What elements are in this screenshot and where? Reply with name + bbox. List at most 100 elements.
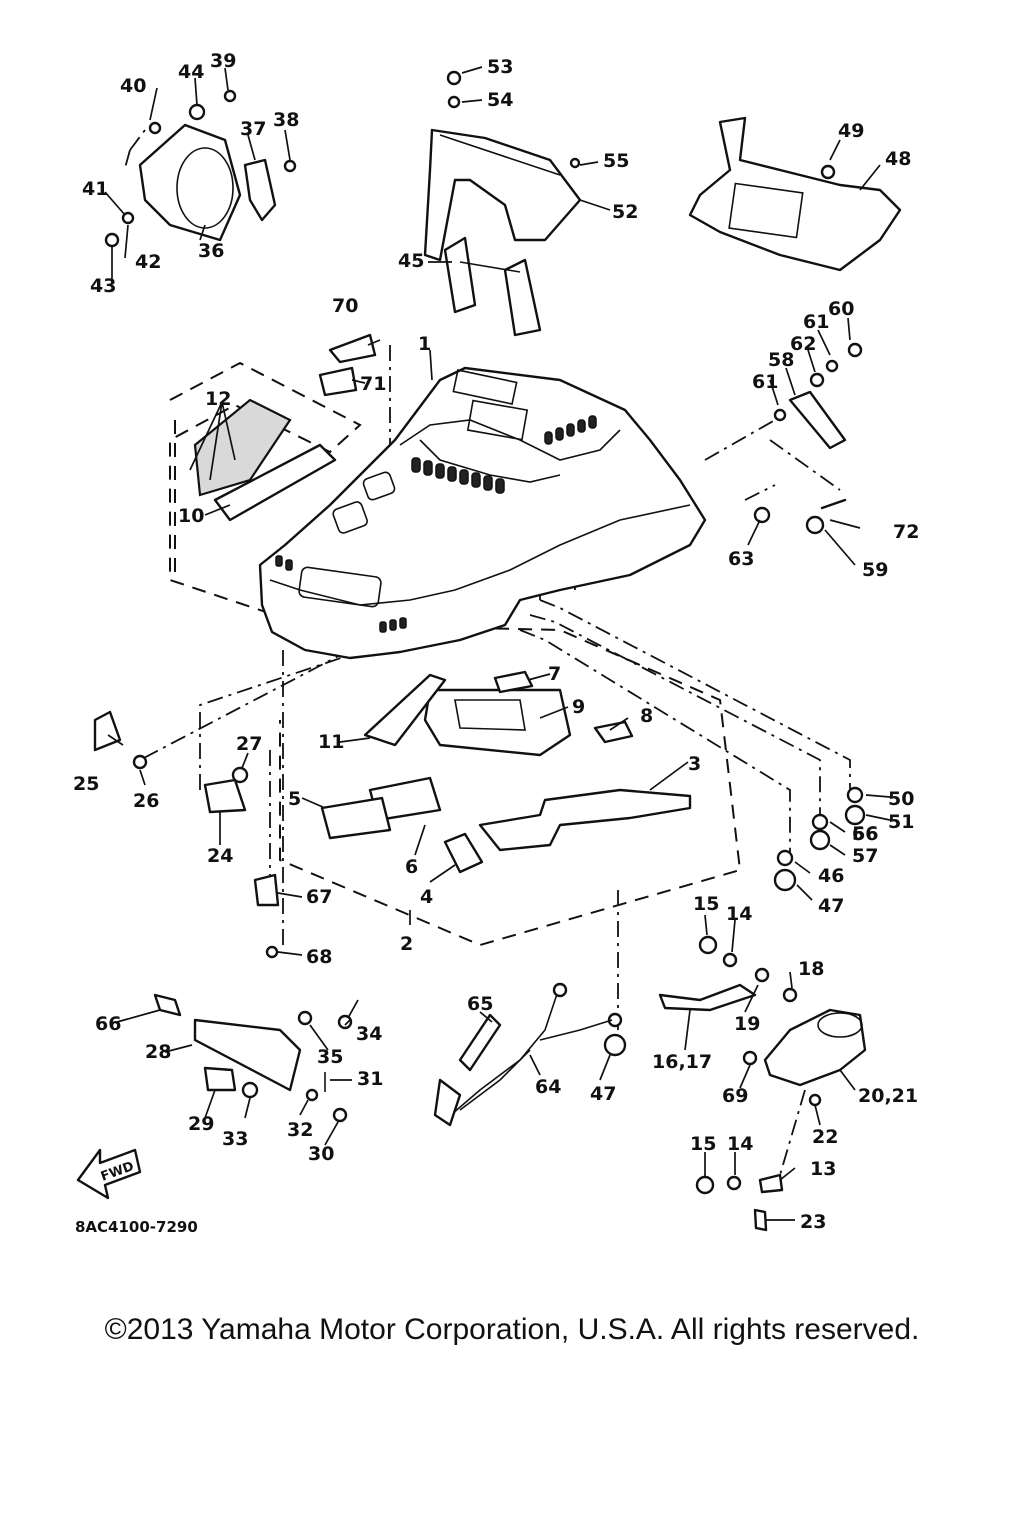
callout-50: 50: [888, 788, 914, 810]
callout-72: 72: [893, 521, 919, 543]
pad-4: [443, 832, 484, 874]
callout-45: 45: [398, 250, 424, 272]
callout-66b: 66: [852, 823, 878, 845]
callout-28: 28: [145, 1041, 171, 1063]
callout-56: 56: [852, 823, 878, 845]
callout-29: 29: [188, 1113, 214, 1135]
callout-66a: 66: [95, 1013, 121, 1035]
callout-58: 58: [768, 349, 794, 371]
headlight-housing-36: [138, 123, 242, 242]
bracket-58: [788, 390, 847, 450]
callout-38: 38: [273, 109, 299, 131]
liner-panel-9: [423, 688, 572, 757]
drawing-code: 8AC4100-7290: [75, 1218, 198, 1236]
callout-53: 53: [487, 56, 513, 78]
lamp-parts: [658, 935, 867, 1232]
callout-52: 52: [612, 201, 638, 223]
callout-67: 67: [306, 886, 332, 908]
callout-60: 60: [828, 298, 854, 320]
callout-68: 68: [306, 946, 332, 968]
latch-parts: [93, 710, 353, 1123]
callout-14b: 14: [727, 1133, 753, 1155]
callout-18: 18: [798, 958, 824, 980]
callout-71: 71: [360, 373, 386, 395]
callout-26a: 26: [133, 790, 159, 812]
callout-2: 2: [400, 933, 413, 955]
windshield-parts: [423, 70, 582, 337]
callout-14a: 14: [726, 903, 752, 925]
right-side-parts: [753, 342, 863, 535]
callout-55: 55: [603, 150, 629, 172]
callout-47a: 47: [818, 895, 844, 917]
callout-31: 31: [357, 1068, 383, 1090]
pad-5: [320, 796, 392, 840]
callout-9: 9: [572, 696, 585, 718]
callout-57: 57: [852, 845, 878, 867]
callout-63: 63: [728, 548, 754, 570]
callout-36: 36: [198, 240, 224, 262]
callout-6: 6: [405, 856, 418, 878]
copyright-notice: ©2013 Yamaha Motor Corporation, U.S.A. A…: [104, 1313, 920, 1346]
callout-62: 62: [790, 333, 816, 355]
callout-64: 64: [535, 1076, 561, 1098]
grommet-parts: [603, 786, 866, 1057]
callout-48: 48: [885, 148, 911, 170]
bracket-25: [93, 710, 122, 752]
callout-3: 3: [688, 753, 701, 775]
callout-54: 54: [487, 89, 513, 111]
callout-leaders: [104, 66, 891, 1221]
callout-70: 70: [332, 295, 358, 317]
parts-exploded-diagram: FWD 1 2 3 4 5 6 7 8 9 10 11 12 13 14 14 …: [73, 50, 919, 1236]
callout-8: 8: [640, 705, 653, 727]
callout-33: 33: [222, 1128, 248, 1150]
callout-5: 5: [288, 788, 301, 810]
callout-1: 1: [418, 333, 431, 355]
callout-39: 39: [210, 50, 236, 72]
callout-49: 49: [838, 120, 864, 142]
pad-8: [593, 720, 634, 744]
hood-assembly: [258, 366, 707, 660]
callout-47b: 47: [590, 1083, 616, 1105]
callout-27: 27: [236, 733, 262, 755]
callout-69: 69: [722, 1085, 748, 1107]
headlight-parts: [104, 89, 297, 248]
cable-parts: [433, 982, 613, 1127]
callout-42: 42: [135, 251, 161, 273]
callout-20-21: 20,21: [858, 1085, 918, 1107]
callout-22: 22: [812, 1126, 838, 1148]
bracket-70: [328, 333, 377, 364]
callout-16-17: 16,17: [652, 1051, 712, 1073]
forward-arrow-icon: FWD: [76, 1148, 142, 1200]
callout-51: 51: [888, 811, 914, 833]
callout-4: 4: [420, 886, 433, 908]
callout-24: 24: [207, 845, 233, 867]
callout-44: 44: [178, 61, 204, 83]
callout-12: 12: [205, 388, 231, 410]
windshield-52: [423, 128, 582, 262]
bracket-24: [203, 778, 247, 814]
pad-3: [478, 788, 692, 852]
lamp-bucket-20: [763, 1008, 867, 1087]
mount-bracket-45: [443, 236, 477, 314]
callout-25: 25: [73, 773, 99, 795]
callout-59: 59: [862, 559, 888, 581]
callout-43: 43: [90, 275, 116, 297]
callout-34: 34: [356, 1023, 382, 1045]
pad-11: [363, 673, 447, 747]
callout-41: 41: [82, 178, 108, 200]
callout-15a: 15: [693, 893, 719, 915]
latch-67: [253, 873, 280, 907]
callout-7: 7: [548, 663, 561, 685]
callout-65: 65: [467, 993, 493, 1015]
callout-labels: 1 2 3 4 5 6 7 8 9 10 11 12 13 14 14 15 1…: [73, 50, 919, 1233]
bracket-29: [203, 1066, 237, 1092]
pad-7: [493, 670, 534, 694]
callout-23: 23: [800, 1211, 826, 1233]
liner-parts: [193, 333, 692, 874]
callout-10: 10: [178, 505, 204, 527]
callout-32: 32: [287, 1119, 313, 1141]
callout-37: 37: [240, 118, 266, 140]
callout-30: 30: [308, 1143, 334, 1165]
handle-28: [193, 1018, 302, 1092]
callout-15b: 15: [690, 1133, 716, 1155]
